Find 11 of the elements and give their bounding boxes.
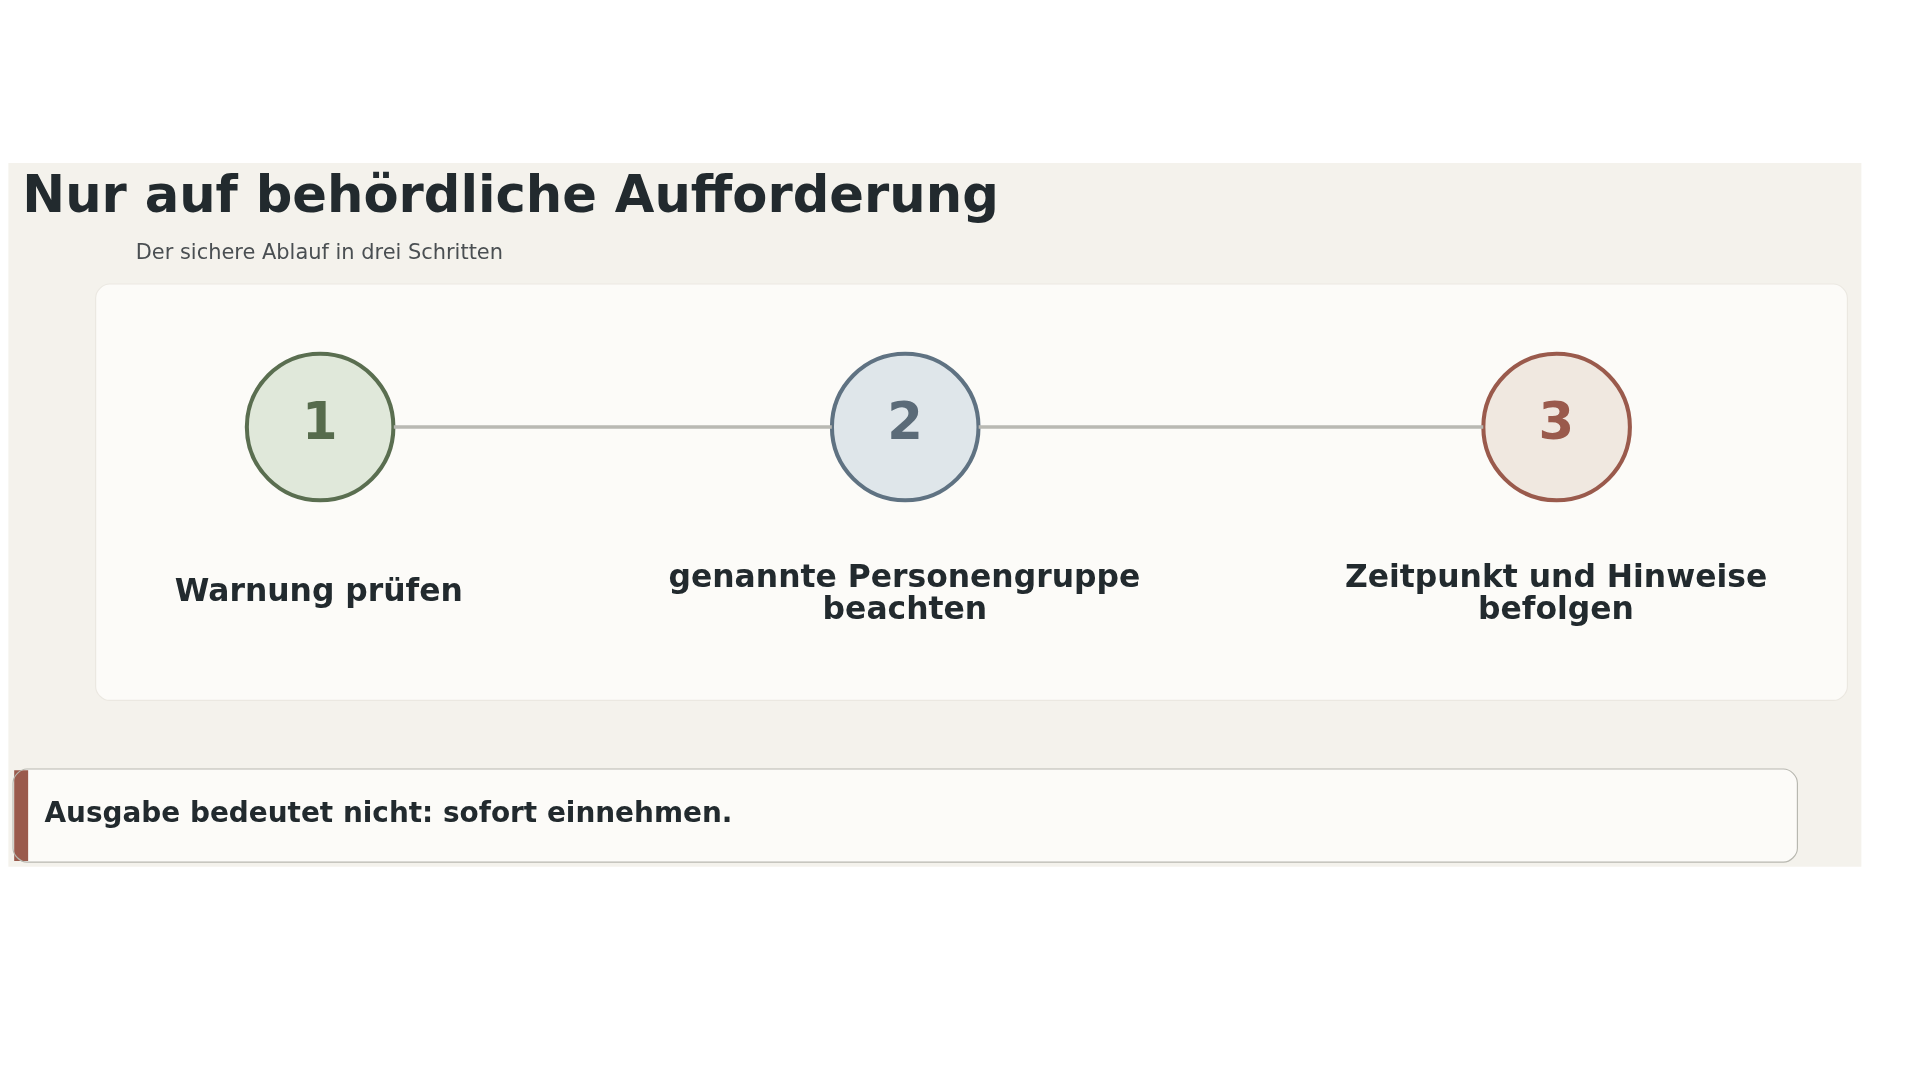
node-circle: 3 — [1481, 351, 1632, 503]
diagram-title: Nur auf behördliche Aufforderung — [22, 164, 999, 225]
node-label: Warnung prüfen — [174, 572, 463, 609]
cluster — [95, 283, 1848, 701]
label: Der sichere Ablauf in drei Schritten — [135, 239, 503, 264]
node-label: Zeitpunkt und Hinweise befolgen — [1344, 558, 1768, 626]
connector — [393, 425, 832, 429]
node-circle: 2 — [829, 351, 981, 503]
connector — [978, 425, 1484, 429]
node-circle: 1 — [244, 351, 396, 503]
node-label: genannte Personengruppe beachten — [668, 558, 1141, 626]
